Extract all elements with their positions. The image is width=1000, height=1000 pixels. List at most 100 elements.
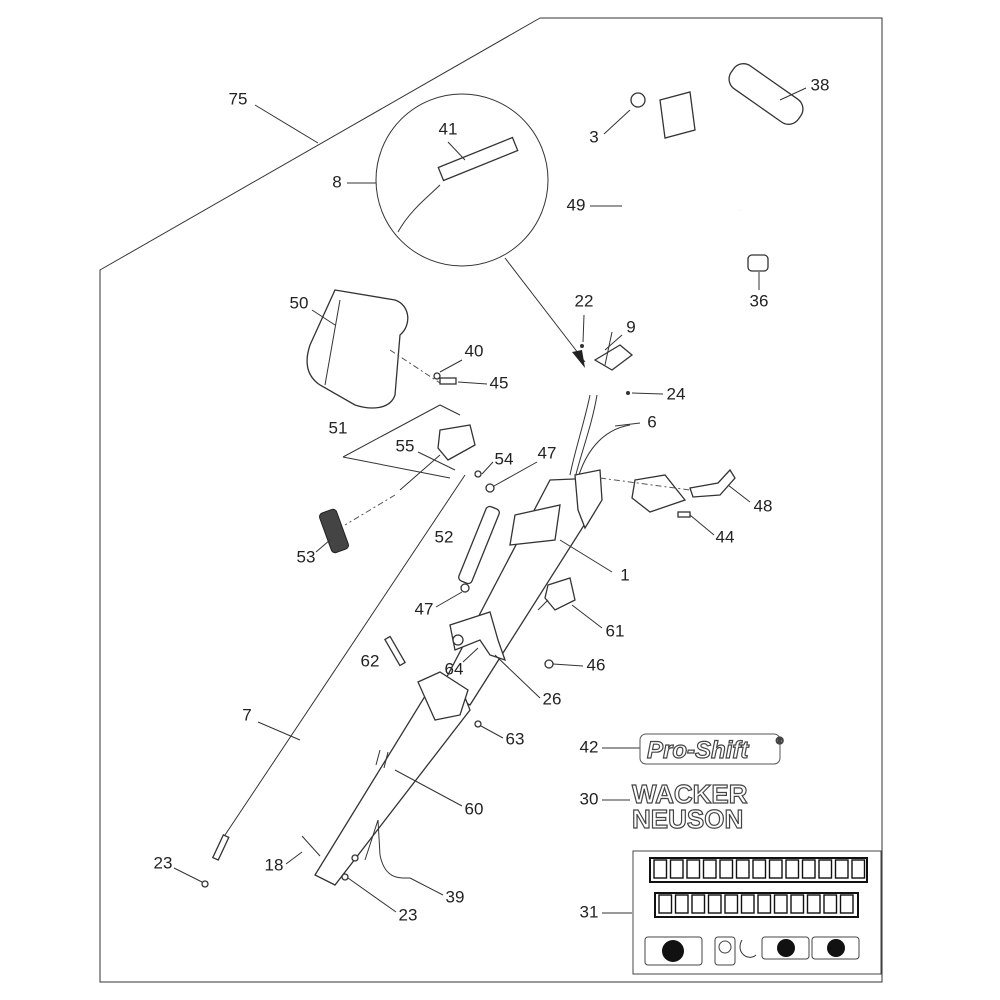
cable-end-part-41 [437,136,519,182]
wire-harness-part-39 [364,819,411,879]
leader-lines [173,87,807,914]
decal-symbol-icon [752,859,767,879]
callout-52: 52 [435,527,454,546]
decal-symbol-icon [834,859,849,879]
callout-45: 45 [490,373,509,392]
callout-41: 41 [439,119,458,138]
callout-36: 36 [750,291,769,310]
callout-53: 53 [297,547,316,566]
callout-18: 18 [265,855,284,874]
decal-symbol-icon [674,894,689,914]
callout-9: 9 [626,317,635,336]
callout-24: 24 [667,384,686,403]
callout-31: 31 [580,902,599,921]
callout-38: 38 [811,75,830,94]
decal-symbol-icon [735,859,750,879]
control-panel-decal-part-31 [632,850,882,975]
grip-part-38 [728,63,804,125]
callout-49: 49 [567,195,586,214]
decal-symbol-icon [790,894,805,914]
decal-symbol-icon [757,894,772,914]
detail-arrow-line [504,257,586,363]
decal-symbol-icon [740,894,755,914]
spring-part-53 [318,508,350,554]
fitting-part-47 [485,483,495,493]
bracket-part-3 [659,91,696,139]
callout-48: 48 [754,496,773,515]
pro-shift-decal-part-42 [639,733,781,765]
decal-symbol-icon [773,894,788,914]
callout-30: 30 [580,789,599,808]
washer-part-40 [433,372,441,380]
cable-part-6 [569,394,591,476]
throttle-part-9 [593,344,634,371]
callout-39: 39 [446,887,465,906]
callout-7: 7 [242,705,251,724]
callout-63: 63 [506,729,525,748]
nut-part-23 [201,880,209,888]
decal-symbol-icon [669,859,684,879]
decal-symbol-icon [839,894,854,914]
decal-symbol-icon [724,894,739,914]
callout-23-right: 23 [399,905,418,924]
callout-22: 22 [575,291,594,310]
callout-46: 46 [587,655,606,674]
nut-part-46 [544,659,554,669]
callout-64: 64 [445,659,464,678]
detail-arrow-head [572,350,585,368]
callout-6: 6 [647,412,656,431]
wacker-neuson-logo-line2: NEUSON [632,804,743,834]
registered-mark: ® [776,736,784,747]
cable-part-7 [224,474,466,836]
screw-part-45 [439,377,457,385]
callout-47-lower: 47 [415,599,434,618]
decal-symbol-icon [768,859,783,879]
decal-symbol-icon [801,859,816,879]
screw-part-44 [677,511,691,518]
callout-55: 55 [396,436,415,455]
nut-part-63 [474,720,482,728]
decal-symbol-icon [806,894,821,914]
callout-23-left: 23 [154,853,173,872]
callout-8: 8 [332,172,341,191]
callout-26: 26 [543,689,562,708]
knob-part-61 [544,577,576,611]
fitting-part-47-lower [460,583,470,593]
callout-3: 3 [589,127,598,146]
cover-part-50 [306,289,409,409]
callout-labels: 75 41 8 38 3 49 36 50 22 9 40 45 24 6 51… [154,75,830,924]
callout-54: 54 [495,449,514,468]
assembly-boundary [99,17,883,983]
lever-part-48 [689,468,736,498]
decal-symbol-icon [691,894,706,914]
decal-symbol-icon [653,859,668,879]
bolt-part-18 [301,835,321,857]
decal-symbol-icon [851,859,866,879]
nut-part-23-lower [341,873,349,881]
detail-circle [375,93,549,267]
decal-symbol-icon [702,859,717,879]
decal-symbol-icon [707,894,722,914]
callout-51: 51 [329,418,348,437]
pro-shift-logo: Pro-Shift [647,737,749,764]
pin-part-62 [384,635,406,667]
callout-50: 50 [290,293,309,312]
callout-75: 75 [229,89,248,108]
callout-61: 61 [606,621,625,640]
fitting-part-54 [474,470,482,478]
callout-40: 40 [465,341,484,360]
wacker-neuson-logo-line1: WACKER [632,779,748,809]
cap-part-36 [747,254,769,272]
callout-60: 60 [465,799,484,818]
callout-1: 1 [620,565,629,584]
bracket-part-44 [631,474,687,513]
cable-wire-detail [397,184,441,233]
decal-symbol-icon [686,859,701,879]
callout-44: 44 [716,527,735,546]
decal-symbol-icon [658,894,673,914]
callout-47-upper: 47 [538,443,557,462]
callout-42: 42 [580,737,599,756]
screw-part-22 [580,344,584,348]
